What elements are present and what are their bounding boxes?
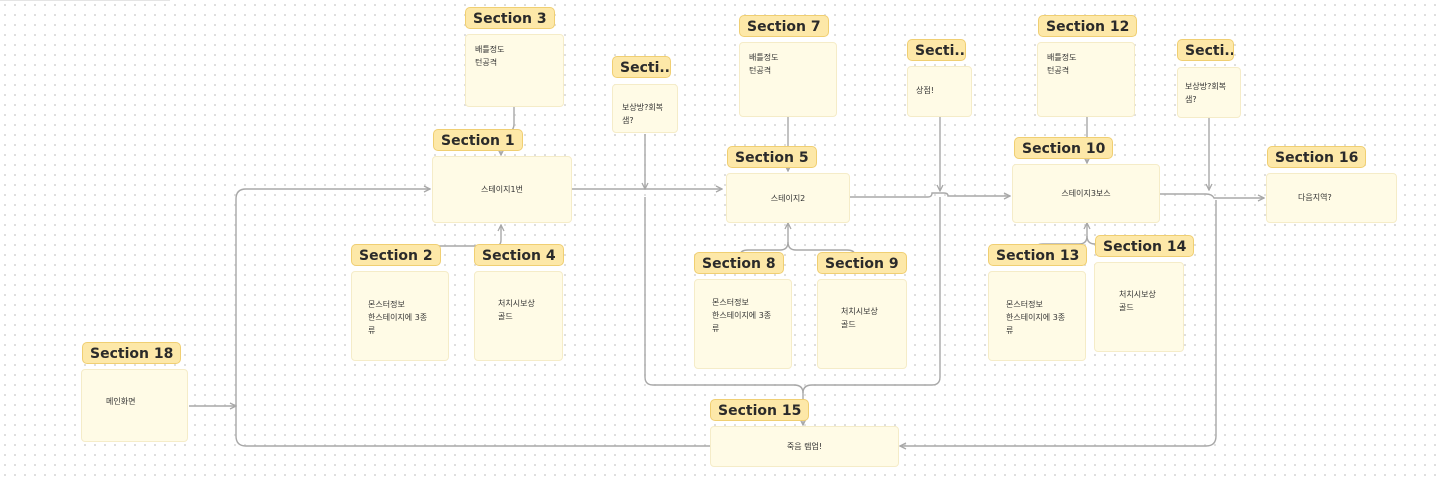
section-13-text: 몬스터정보 한스테이지에 3종 류 — [1006, 300, 1066, 335]
section-8-text: 몬스터정보 한스테이지에 3종 류 — [712, 298, 772, 333]
connector-flow-to-s15-right — [802, 197, 941, 394]
section-8-card[interactable]: 몬스터정보 한스테이지에 3종 류 — [694, 279, 792, 369]
section-4-card[interactable]: 처치시보상 골드 — [474, 271, 563, 361]
section-13-card[interactable]: 몬스터정보 한스테이지에 3종 류 — [988, 271, 1086, 361]
section-2-text: 몬스터정보 한스테이지에 3종 류 — [368, 300, 428, 335]
section-12-card[interactable]: 배틀정도 턴공격 — [1037, 42, 1135, 117]
section-18-text: 메인화면 — [106, 397, 136, 406]
section-15-card[interactable]: 죽음 렙업! — [710, 426, 899, 467]
connector-flow-to-s15-far — [900, 200, 1217, 446]
section-5-label[interactable]: Section 5 — [727, 146, 817, 168]
section-7-card[interactable]: 배틀정도 턴공격 — [739, 42, 837, 117]
connector-s5-to-s10 — [850, 192, 1010, 197]
section-8-label[interactable]: Section 8 — [694, 252, 784, 274]
section-4-text: 처치시보상 골드 — [498, 299, 535, 321]
section-a-label[interactable]: Secti... — [612, 56, 671, 78]
section-4-label[interactable]: Section 4 — [474, 244, 564, 266]
section-1-label[interactable]: Section 1 — [433, 129, 523, 151]
section-b-text: 상점! — [916, 86, 934, 95]
section-14-card[interactable]: 처치시보상 골드 — [1094, 262, 1184, 352]
section-1-card[interactable]: 스테이지1번 — [432, 156, 572, 223]
section-9-label[interactable]: Section 9 — [817, 252, 907, 274]
section-5-card[interactable]: 스테이지2 — [726, 173, 850, 223]
section-7-label[interactable]: Section 7 — [739, 15, 829, 37]
section-15-text: 죽음 렙업! — [786, 442, 823, 451]
section-5-text: 스테이지2 — [770, 193, 806, 203]
section-2-card[interactable]: 몬스터정보 한스테이지에 3종 류 — [351, 271, 449, 361]
section-10-text: 스테이지3보스 — [1061, 189, 1111, 198]
section-9-card[interactable]: 처치시보상 골드 — [817, 279, 907, 369]
section-16-text: 다음지역? — [1298, 193, 1332, 202]
section-c-text: 보상방?회복 샘? — [1185, 82, 1227, 104]
section-18-label[interactable]: Section 18 — [82, 342, 182, 364]
section-12-text: 배틀정도 턴공격 — [1047, 53, 1077, 75]
section-7-text: 배틀정도 턴공격 — [749, 53, 779, 75]
section-b-label[interactable]: Secti... — [907, 39, 966, 61]
section-3-text: 배틀정도 턴공격 — [475, 45, 505, 67]
section-13-label[interactable]: Section 13 — [988, 244, 1088, 266]
section-10-label[interactable]: Section 10 — [1014, 137, 1114, 159]
connector-flow-to-s15-left — [644, 197, 803, 425]
section-1-text: 스테이지1번 — [481, 185, 523, 194]
section-18-card[interactable]: 메인화면 — [81, 369, 188, 442]
section-3-card[interactable]: 배틀정도 턴공격 — [465, 34, 564, 107]
connector-s10-to-s16 — [1160, 193, 1264, 198]
connector-loop-to-s1 — [235, 189, 710, 447]
section-10-card[interactable]: 스테이지3보스 — [1012, 164, 1160, 223]
top-divider — [0, 0, 170, 1]
section-14-label[interactable]: Section 14 — [1095, 235, 1195, 257]
section-c-card[interactable]: 보상방?회복 샘? — [1177, 67, 1241, 118]
section-a-card[interactable]: 보상방?회복 샘? — [612, 84, 678, 133]
section-12-label[interactable]: Section 12 — [1038, 15, 1138, 37]
section-15-label[interactable]: Section 15 — [710, 399, 810, 421]
section-16-label[interactable]: Section 16 — [1267, 146, 1367, 168]
section-2-label[interactable]: Section 2 — [351, 244, 441, 266]
section-16-card[interactable]: 다음지역? — [1266, 173, 1397, 223]
section-a-text: 보상방?회복 샘? — [622, 103, 664, 125]
section-3-label[interactable]: Section 3 — [465, 7, 555, 29]
section-14-text: 처치시보상 골드 — [1119, 290, 1156, 312]
section-c-label[interactable]: Secti... — [1177, 39, 1234, 61]
section-b-card[interactable]: 상점! — [907, 66, 972, 117]
section-9-text: 처치시보상 골드 — [841, 307, 878, 329]
